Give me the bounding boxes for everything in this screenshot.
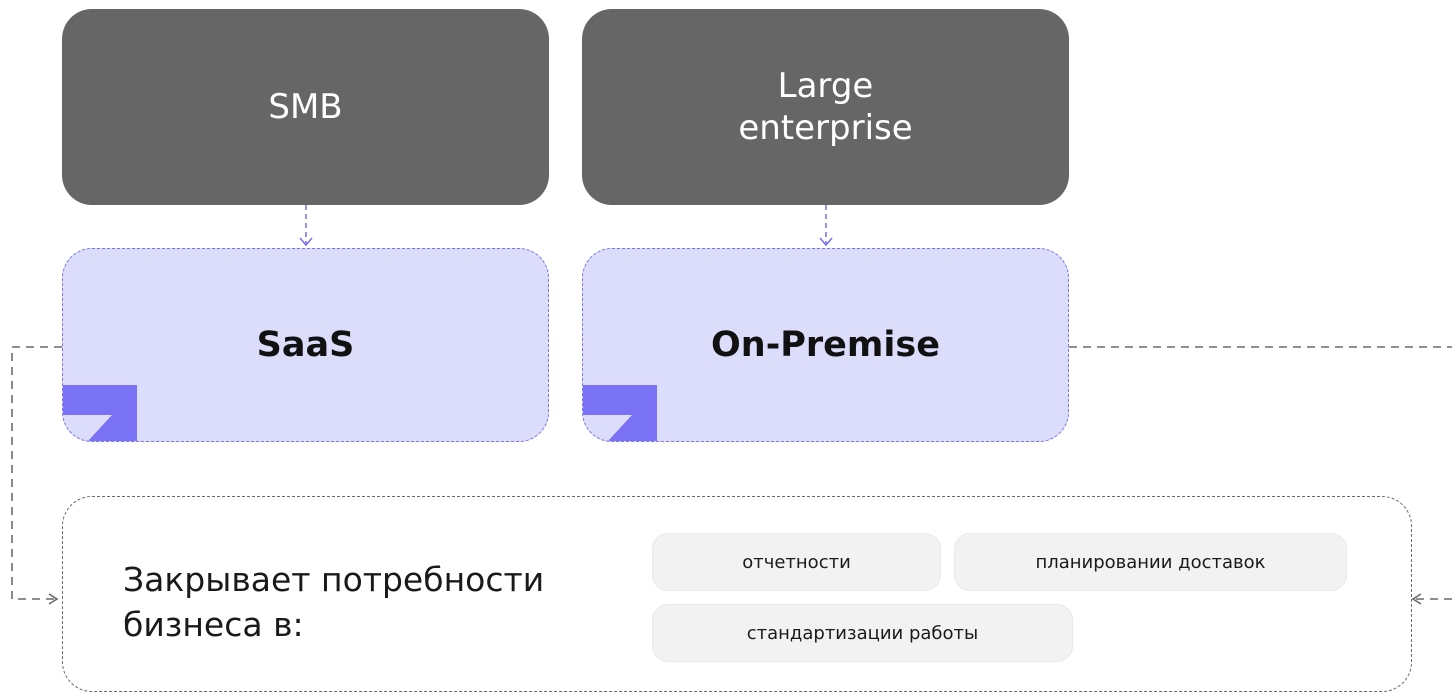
segment-large-enterprise: Large enterprise xyxy=(582,9,1069,205)
deployment-on-premise-label: On-Premise xyxy=(711,325,940,365)
need-chip-label: отчетности xyxy=(742,551,851,573)
need-chip-delivery-planning: планировании доставок xyxy=(954,533,1347,591)
deployment-saas-label: SaaS xyxy=(256,325,355,365)
need-chip-label: планировании доставок xyxy=(1035,551,1266,573)
segment-smb-label: SMB xyxy=(268,87,343,127)
segment-large-enterprise-label: Large enterprise xyxy=(738,66,913,148)
brand-logo-icon xyxy=(583,385,657,441)
deployment-saas: SaaS xyxy=(62,248,549,442)
connector-saas-to-needs xyxy=(11,346,62,605)
deployment-on-premise: On-Premise xyxy=(582,248,1069,442)
arrow-smb-to-saas xyxy=(299,205,313,247)
business-needs-panel: Закрывает потребности бизнеса в: xyxy=(62,496,1412,692)
need-chip-reporting: отчетности xyxy=(652,533,941,591)
arrow-enterprise-to-on-premise xyxy=(819,205,833,247)
brand-logo-icon xyxy=(63,385,137,441)
business-needs-title: Закрывает потребности бизнеса в: xyxy=(123,560,545,644)
need-chip-work-standardization: стандартизации работы xyxy=(652,604,1073,662)
segment-smb: SMB xyxy=(62,9,549,205)
need-chip-label: стандартизации работы xyxy=(746,622,979,644)
